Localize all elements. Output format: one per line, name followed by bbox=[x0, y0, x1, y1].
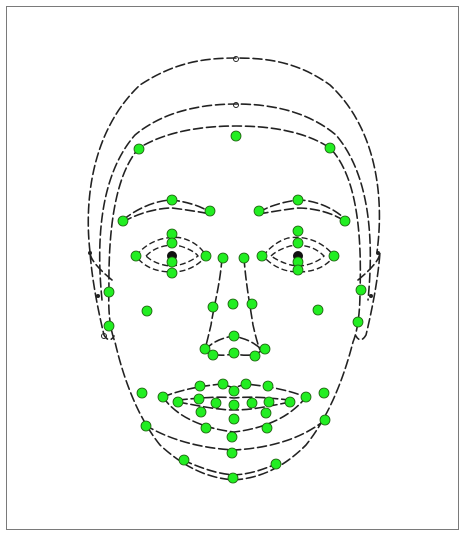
landmark-point-64 bbox=[227, 448, 237, 458]
landmark-point-59 bbox=[201, 423, 211, 433]
landmark-point-27 bbox=[353, 317, 363, 327]
landmark-point-48 bbox=[173, 397, 183, 407]
landmark-point-55 bbox=[196, 407, 206, 417]
landmark-point-26 bbox=[104, 321, 114, 331]
landmark-point-16 bbox=[293, 226, 303, 236]
right-ear-marker bbox=[376, 251, 380, 255]
landmark-point-11 bbox=[167, 238, 177, 248]
landmark-point-37 bbox=[250, 351, 260, 361]
landmark-point-8 bbox=[293, 195, 303, 205]
chin-lower-line bbox=[183, 460, 276, 475]
landmark-point-51 bbox=[229, 400, 239, 410]
landmark-point-41 bbox=[195, 381, 205, 391]
landmark-point-39 bbox=[137, 388, 147, 398]
landmark-point-7 bbox=[254, 206, 264, 216]
landmark-point-36 bbox=[229, 348, 239, 358]
right-eyebrow-upper bbox=[259, 200, 346, 220]
landmark-point-4 bbox=[118, 216, 128, 226]
landmark-point-9 bbox=[340, 216, 350, 226]
landmark-point-53 bbox=[264, 397, 274, 407]
left-eyebrow-upper bbox=[123, 200, 210, 220]
landmark-point-1 bbox=[231, 131, 241, 141]
landmark-point-25 bbox=[356, 285, 366, 295]
landmark-point-43 bbox=[229, 386, 239, 396]
right-earlobe-marker bbox=[369, 294, 373, 298]
landmark-point-3 bbox=[325, 143, 335, 153]
landmark-point-6 bbox=[205, 206, 215, 216]
landmark-point-32 bbox=[247, 299, 257, 309]
landmark-point-49 bbox=[194, 394, 204, 404]
left-earlobe-marker bbox=[96, 294, 100, 298]
landmark-point-61 bbox=[262, 423, 272, 433]
landmark-point-35 bbox=[208, 350, 218, 360]
landmark-point-30 bbox=[208, 302, 218, 312]
landmark-point-15 bbox=[201, 251, 211, 261]
landmark-point-46 bbox=[301, 392, 311, 402]
landmark-point-54 bbox=[285, 397, 295, 407]
hairline-outline bbox=[109, 126, 360, 292]
landmark-point-42 bbox=[218, 379, 228, 389]
landmark-point-65 bbox=[271, 459, 281, 469]
landmark-point-50 bbox=[211, 398, 221, 408]
landmark-point-31 bbox=[228, 299, 238, 309]
left-ear-marker bbox=[88, 251, 92, 255]
landmark-point-44 bbox=[241, 379, 251, 389]
landmark-point-47 bbox=[319, 388, 329, 398]
landmark-point-2 bbox=[134, 144, 144, 154]
landmark-point-14 bbox=[131, 251, 141, 261]
landmark-point-63 bbox=[179, 455, 189, 465]
landmark-point-56 bbox=[229, 414, 239, 424]
landmark-point-57 bbox=[261, 408, 271, 418]
landmark-point-62 bbox=[320, 415, 330, 425]
landmark-point-17 bbox=[293, 238, 303, 248]
landmark-point-20 bbox=[257, 251, 267, 261]
left-eyebrow-lower bbox=[123, 208, 210, 222]
landmark-point-21 bbox=[329, 251, 339, 261]
landmark-point-38 bbox=[260, 344, 270, 354]
landmark-point-60 bbox=[227, 432, 237, 442]
landmark-points bbox=[104, 131, 366, 483]
landmark-point-33 bbox=[229, 331, 239, 341]
landmark-point-22 bbox=[218, 253, 228, 263]
landmark-point-5 bbox=[167, 195, 177, 205]
landmark-point-58 bbox=[141, 421, 151, 431]
landmark-point-19 bbox=[293, 265, 303, 275]
landmark-point-23 bbox=[239, 253, 249, 263]
landmark-point-45 bbox=[263, 381, 273, 391]
landmark-point-40 bbox=[158, 392, 168, 402]
landmark-point-13 bbox=[167, 268, 177, 278]
landmark-point-66 bbox=[228, 473, 238, 483]
landmark-point-24 bbox=[104, 287, 114, 297]
landmark-point-29 bbox=[313, 305, 323, 315]
landmark-point-12 bbox=[167, 257, 177, 267]
landmark-point-10 bbox=[167, 229, 177, 239]
landmark-point-28 bbox=[142, 306, 152, 316]
landmark-point-52 bbox=[247, 398, 257, 408]
